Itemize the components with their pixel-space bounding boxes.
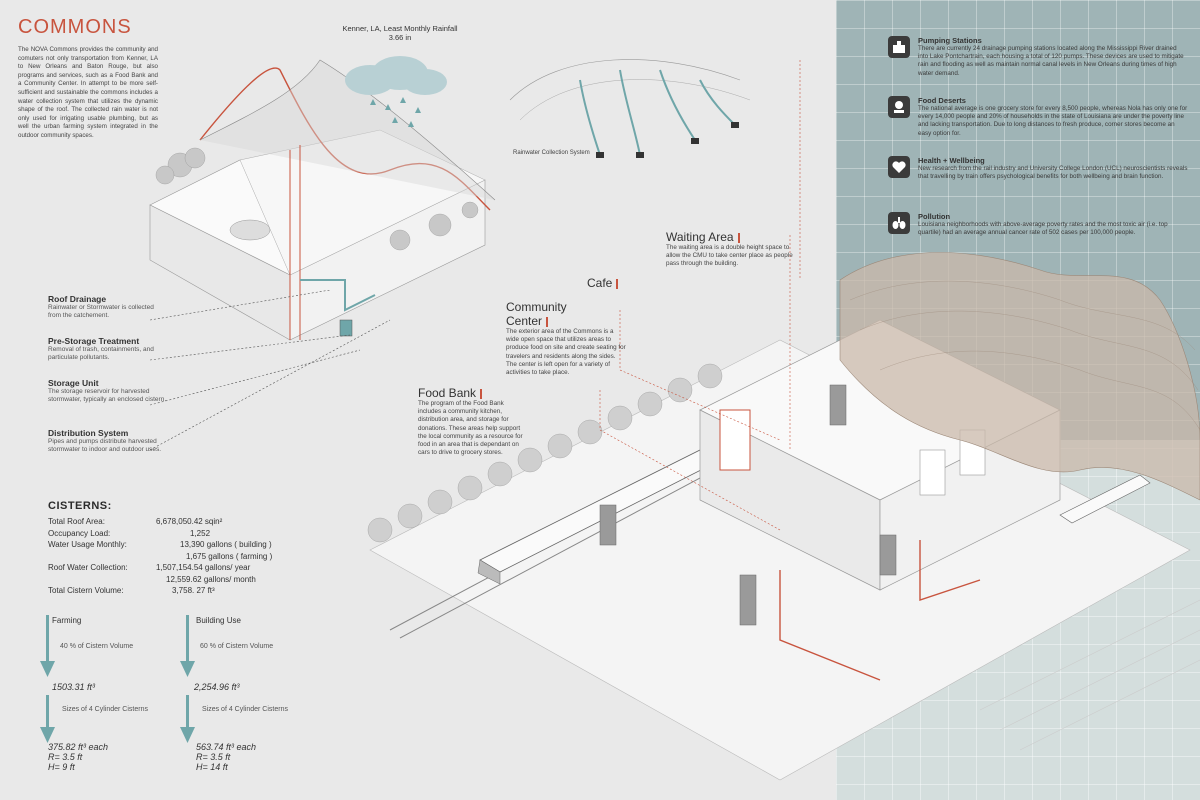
step-desc: The storage reservoir for harvested stor… <box>48 388 167 403</box>
area-foodbank: Food Bank The program of the Food Bank i… <box>418 386 528 457</box>
info-title: Pollution <box>918 212 951 221</box>
info-desc: New research from the rail industry and … <box>918 165 1188 181</box>
cistern-value: 1,507,154.54 gallons/ year <box>156 563 251 572</box>
step-desc: Pipes and pumps distribute harvested sto… <box>48 438 162 453</box>
flow-arrows <box>40 615 195 743</box>
info-food-deserts: Food Deserts The national average is one… <box>888 96 1188 138</box>
accent-tag <box>737 232 740 243</box>
step-desc: Removal of trash, containments, and part… <box>48 346 154 361</box>
flow-farming-volume: 1503.31 ft³ <box>52 682 96 692</box>
info-title: Food Deserts <box>918 96 966 105</box>
step-roof-drainage: Roof Drainage Rainwater or Stormwater is… <box>48 294 168 320</box>
area-title: Community Center <box>506 300 567 328</box>
cisterns-title: CISTERNS: <box>48 500 112 512</box>
food-icon <box>888 96 910 118</box>
intro-text: The NOVA Commons provides the community … <box>18 46 158 139</box>
step-title: Storage Unit <box>48 378 99 388</box>
rainwater-system-drawing <box>509 59 751 158</box>
step-title: Distribution System <box>48 428 129 438</box>
area-community: Community Center The exterior area of th… <box>506 300 626 377</box>
heart-icon <box>888 156 910 178</box>
flow-farming-title: Farming <box>52 616 82 625</box>
cistern-label: Water Usage Monthly: <box>48 540 127 549</box>
flow-farming-percent: 40 % of Cistern Volume <box>60 643 134 650</box>
step-title: Pre-Storage Treatment <box>48 336 140 346</box>
flow-building-title: Building Use <box>196 616 241 625</box>
area-desc: The program of the Food Bank includes a … <box>418 400 523 457</box>
info-desc: Louisiana neighborhoods with above-avera… <box>918 221 1168 237</box>
cisterns-table: Total Roof Area: 6,678,050.42 sqin² Occup… <box>48 516 298 597</box>
cistern-value: 1,252 <box>190 528 211 538</box>
accent-tag <box>616 278 619 289</box>
flow-building-result: 563.74 ft³ each R= 3.5 ft H= 14 ft <box>196 742 256 772</box>
cistern-value: 3,758. 27 ft³ <box>172 586 215 595</box>
step-distribution: Distribution System Pipes and pumps dist… <box>48 428 168 454</box>
info-pollution: Pollution Louisiana neighborhoods with a… <box>888 212 1188 237</box>
connector-lines <box>599 60 801 531</box>
flow-radius: R= 3.5 ft <box>196 752 231 762</box>
lungs-icon <box>888 212 910 234</box>
accent-tag <box>546 316 549 327</box>
flow-building-sizes: Sizes of 4 Cylinder Cisterns <box>202 706 288 713</box>
flow-building-volume: 2,254.96 ft³ <box>194 682 240 692</box>
pump-icon <box>888 36 910 58</box>
rain-cloud-icon <box>345 56 447 127</box>
step-leader-lines <box>150 290 391 451</box>
flow-height: H= 9 ft <box>48 762 75 772</box>
cistern-value: 6,678,050.42 sqin² <box>156 517 223 526</box>
flow-height: H= 14 ft <box>196 762 228 772</box>
step-storage-unit: Storage Unit The storage reservoir for h… <box>48 378 168 404</box>
section-drawing <box>149 59 496 341</box>
flow-radius: R= 3.5 ft <box>48 752 83 762</box>
step-desc: Rainwater or Stormwater is collected fro… <box>48 304 154 319</box>
area-title: Waiting Area <box>666 230 734 244</box>
flow-farming-result: 375.82 ft³ each R= 3.5 ft H= 9 ft <box>48 742 108 772</box>
area-title: Food Bank <box>418 386 477 400</box>
rainfall-value: 3.66 in <box>388 33 412 42</box>
flow-farming-sizes: Sizes of 4 Cylinder Cisterns <box>62 706 148 713</box>
info-title: Health + Wellbeing <box>918 156 985 165</box>
info-title: Pumping Stations <box>918 36 982 45</box>
area-desc: The exterior area of the Commons is a wi… <box>506 328 626 377</box>
cistern-label: Occupancy Load: <box>48 528 111 538</box>
step-title: Roof Drainage <box>48 294 107 304</box>
cistern-value: 13,390 gallons ( building ) <box>180 540 272 549</box>
cistern-value: 1,675 gallons ( farming ) <box>186 551 273 561</box>
step-pre-storage: Pre-Storage Treatment Removal of trash, … <box>48 336 168 362</box>
info-pumping-stations: Pumping Stations There are currently 24 … <box>888 36 1188 78</box>
cistern-label: Total Roof Area: <box>48 517 105 526</box>
area-cafe: Cafe <box>587 276 619 290</box>
info-desc: The national average is one grocery stor… <box>918 105 1188 137</box>
cistern-label: Roof Water Collection: <box>48 563 128 572</box>
info-desc: There are currently 24 drainage pumping … <box>918 45 1184 77</box>
area-desc: The waiting area is a double height spac… <box>666 244 793 268</box>
flow-each: 563.74 ft³ each <box>196 742 257 752</box>
flow-building-percent: 60 % of Cistern Volume <box>200 643 274 650</box>
area-waiting: Waiting Area The waiting area is a doubl… <box>666 230 796 269</box>
area-title: Cafe <box>587 276 613 290</box>
rainfall-title: Kenner, LA, Least Monthly Rainfall <box>342 24 458 33</box>
info-health-wellbeing: Health + Wellbeing New research from the… <box>888 156 1188 181</box>
rainwater-caption: Rainwater Collection System <box>513 150 590 156</box>
cistern-label: Total Cistern Volume: <box>48 586 124 595</box>
flow-each: 375.82 ft³ each <box>48 742 109 752</box>
accent-tag <box>480 388 483 399</box>
cistern-value: 12,559.62 gallons/ month <box>166 574 256 584</box>
page-title: COMMONS <box>18 16 132 38</box>
